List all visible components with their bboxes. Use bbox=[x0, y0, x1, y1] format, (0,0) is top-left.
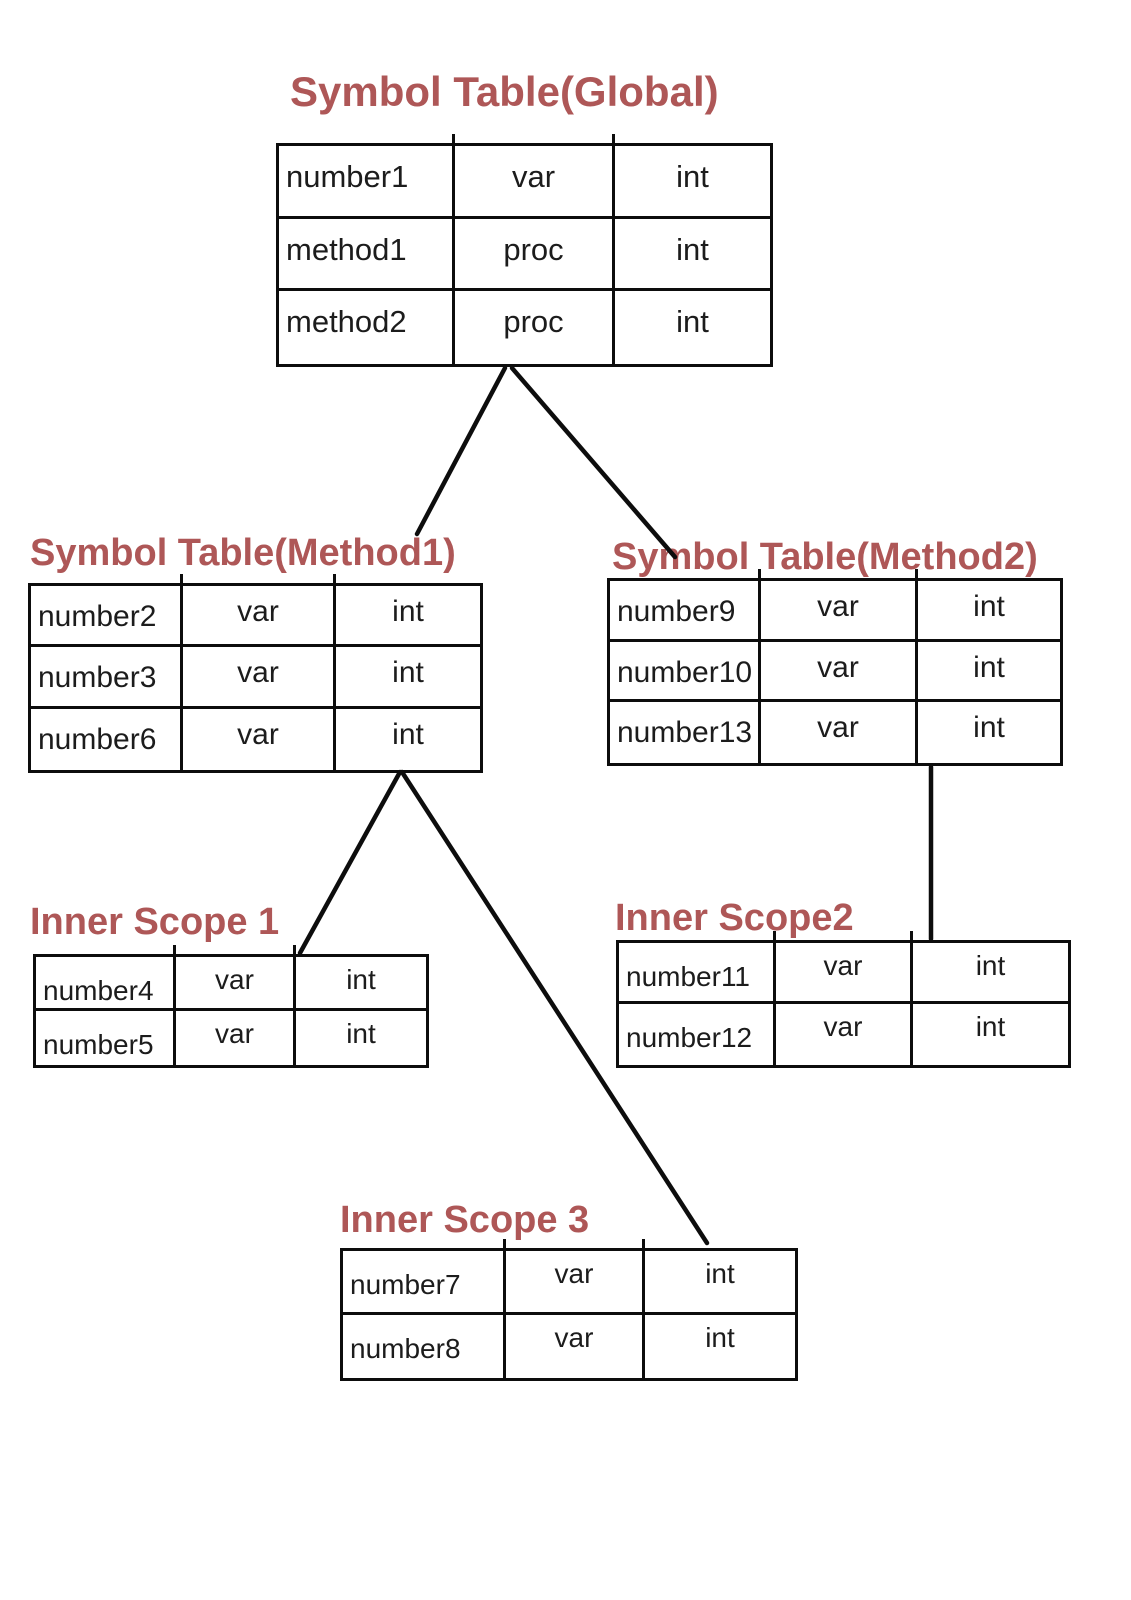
table-cell: var bbox=[506, 1251, 645, 1315]
column-separator-tick bbox=[773, 931, 776, 942]
column-separator-tick bbox=[642, 1239, 645, 1250]
symbol-table-method1: number2 var int number3 var int number6 … bbox=[28, 574, 483, 773]
column-separator-tick bbox=[758, 569, 761, 580]
table-cell: var bbox=[176, 957, 296, 1011]
table-cell: proc bbox=[455, 291, 615, 364]
column-separator-tick bbox=[612, 134, 615, 145]
inner-scope-1-table: number4 var int number5 var int bbox=[33, 945, 429, 1068]
edge-global-method2 bbox=[509, 365, 678, 560]
table-cell: number13 bbox=[610, 702, 761, 763]
title-inner-scope-3: Inner Scope 3 bbox=[340, 1199, 590, 1241]
title-method2: Symbol Table(Method2) bbox=[612, 536, 1038, 578]
table-cell: number10 bbox=[610, 641, 761, 703]
table-cell: int bbox=[615, 146, 770, 219]
table-cell: number11 bbox=[619, 943, 776, 1004]
table-cell: number8 bbox=[343, 1314, 506, 1378]
table-cell: var bbox=[761, 702, 918, 763]
table-cell: number7 bbox=[343, 1251, 506, 1315]
table-cell: var bbox=[761, 641, 918, 703]
title-global: Symbol Table(Global) bbox=[290, 68, 719, 115]
table-cell: int bbox=[346, 1018, 376, 1049]
table-cell: int bbox=[296, 957, 426, 1011]
table-cell: var bbox=[761, 581, 918, 642]
column-separator-tick bbox=[293, 945, 296, 956]
table-cell: int bbox=[336, 647, 480, 709]
column-separator-tick bbox=[910, 931, 913, 942]
table-cell: number1 bbox=[279, 146, 455, 219]
table-cell: int bbox=[615, 219, 770, 292]
symbol-table-global: number1 var int method1 proc int method2… bbox=[276, 134, 773, 367]
symbol-table-method2: number9 var int number10 var int number1… bbox=[607, 569, 1063, 766]
table-cell: var bbox=[776, 943, 913, 1004]
table-cell: int bbox=[676, 304, 709, 340]
table-cell: int bbox=[705, 1321, 735, 1353]
title-inner-scope-2: Inner Scope2 bbox=[615, 897, 854, 939]
table-cell: int bbox=[973, 711, 1005, 745]
inner-scope-2-table: number11 var int number12 var int bbox=[616, 931, 1071, 1068]
column-separator-tick bbox=[452, 134, 455, 145]
title-method1: Symbol Table(Method1) bbox=[30, 532, 456, 574]
column-separator-tick bbox=[180, 574, 183, 585]
table-cell: int bbox=[975, 1011, 1006, 1042]
table-cell: int bbox=[913, 943, 1068, 1004]
table-cell: var bbox=[176, 1011, 296, 1065]
table-cell: method2 bbox=[279, 291, 455, 364]
table-cell: number3 bbox=[31, 647, 183, 709]
table-cell: int bbox=[336, 586, 480, 648]
column-separator-tick bbox=[915, 569, 918, 580]
column-separator-tick bbox=[173, 945, 176, 956]
table-cell: var bbox=[455, 146, 615, 219]
column-separator-tick bbox=[333, 574, 336, 585]
table-cell: var bbox=[183, 647, 336, 709]
table-cell: var bbox=[776, 1004, 913, 1065]
table-cell: number2 bbox=[31, 586, 183, 648]
title-inner-scope-1: Inner Scope 1 bbox=[30, 901, 280, 943]
table-cell: number4 bbox=[36, 957, 176, 1011]
table-cell: number12 bbox=[619, 1004, 776, 1065]
table-cell: number5 bbox=[36, 1011, 176, 1065]
table-cell: int bbox=[918, 642, 1060, 703]
table-cell: number9 bbox=[610, 581, 761, 642]
table-cell: var bbox=[183, 586, 336, 648]
edge-global-method1 bbox=[414, 365, 508, 537]
table-cell: proc bbox=[455, 218, 615, 292]
table-cell: var bbox=[506, 1314, 645, 1378]
table-cell: int bbox=[645, 1251, 795, 1315]
table-cell: int bbox=[918, 581, 1060, 642]
table-cell: method1 bbox=[279, 218, 455, 292]
edge-method1-inner1 bbox=[297, 769, 403, 956]
inner-scope-3-table: number7 var int number8 var int bbox=[340, 1239, 798, 1381]
table-cell: number6 bbox=[31, 708, 183, 770]
table-cell: var bbox=[183, 708, 336, 770]
table-cell: int bbox=[392, 717, 424, 751]
